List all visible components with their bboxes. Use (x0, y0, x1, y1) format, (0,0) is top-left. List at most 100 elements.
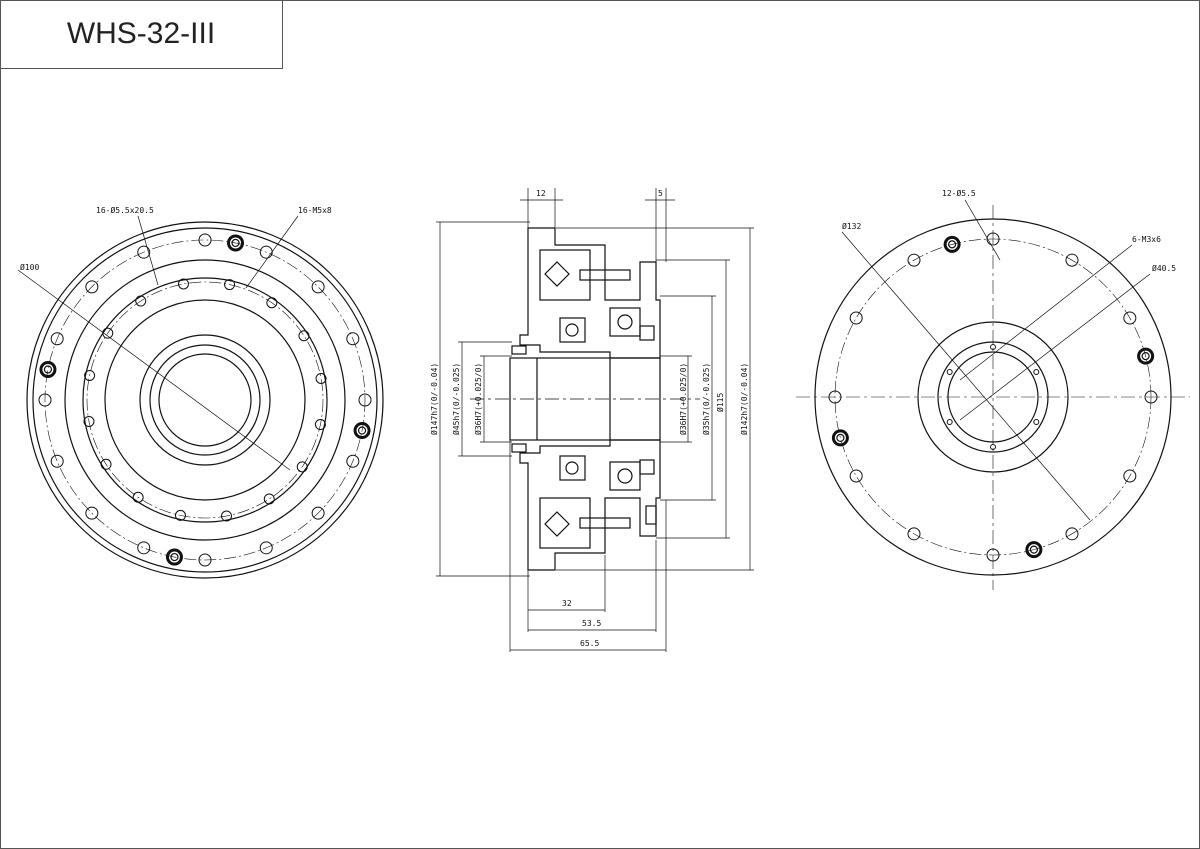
threaded-hole (224, 279, 236, 291)
through-hole (85, 280, 99, 294)
front-circle (82, 277, 328, 523)
through-hole (346, 332, 360, 346)
threaded-hole (315, 372, 327, 384)
front-circle (64, 259, 346, 541)
through-hole (311, 506, 325, 520)
dim-53-5: 53.5 (582, 619, 601, 628)
through-hole (38, 393, 52, 407)
model-title: WHS-32-III (66, 17, 216, 50)
through-hole (311, 280, 325, 294)
label-threads: 6-M3x6 (1132, 235, 1161, 244)
through-hole (137, 245, 151, 259)
screw-head (165, 548, 183, 566)
leader-line (137, 215, 159, 286)
title-block: WHS-32-III (0, 0, 283, 69)
screw-head (357, 426, 367, 435)
through-hole (137, 541, 151, 555)
screw-head (231, 238, 240, 248)
rear-view (796, 199, 1190, 590)
threaded-hole (84, 369, 96, 381)
threaded-hole (177, 278, 189, 290)
screw-head (43, 365, 53, 374)
through-hole (907, 253, 921, 267)
screw-head (943, 235, 961, 253)
front-circle (26, 221, 384, 579)
threaded-hole (266, 297, 278, 309)
dim-5: 5 (658, 189, 663, 198)
front-view-labels: 16-Ø5.5x20.5 16-M5x8 Ø100 (20, 205, 332, 272)
through-hole (198, 233, 212, 247)
bolt-circle (86, 281, 324, 519)
threaded-hole (946, 369, 953, 375)
dim-d35: Ø35h7(0/-0.025) (701, 363, 711, 435)
leader-line (964, 199, 1001, 261)
screw-head (1137, 347, 1155, 365)
rear-view-labels: 12-Ø5.5 6-M3x6 Ø132 Ø40.5 (842, 188, 1176, 273)
threaded-hole (135, 295, 147, 307)
threaded-hole (83, 416, 95, 428)
leader-line (245, 215, 299, 289)
label-diameter: Ø100 (20, 262, 39, 272)
threaded-hole (1033, 419, 1040, 425)
leader-line (959, 273, 1151, 421)
dim-65-5: 65.5 (580, 639, 599, 648)
through-hole (849, 311, 863, 325)
dim-12: 12 (536, 189, 546, 198)
through-hole (1065, 253, 1079, 267)
label-d40-5: Ø40.5 (1152, 263, 1176, 273)
dim-d45: Ø45h7(0/-0.025) (451, 363, 461, 435)
through-hole (1065, 527, 1079, 541)
bolt-circle (44, 239, 366, 561)
section-view (436, 188, 754, 652)
rear-circle (917, 321, 1069, 473)
through-hole (1123, 311, 1137, 325)
label-holes: 16-Ø5.5x20.5 (96, 205, 154, 215)
front-view (17, 215, 384, 579)
through-hole (346, 454, 360, 468)
rear-circle (814, 218, 1172, 576)
threaded-hole (221, 510, 233, 522)
threaded-hole (174, 509, 186, 521)
leader-line (17, 269, 291, 471)
label-d132: Ø132 (842, 221, 861, 231)
screw-head (1141, 352, 1150, 361)
threaded-hole (1033, 369, 1040, 375)
front-circle (158, 353, 252, 447)
through-hole (259, 541, 273, 555)
threaded-hole (314, 419, 326, 431)
screw-head (353, 422, 371, 440)
through-hole (358, 393, 372, 407)
threaded-hole (296, 461, 308, 473)
threaded-hole (263, 493, 275, 505)
threaded-hole (102, 327, 114, 339)
section-view-labels: 12 5 32 53.5 65.5 Ø147h7(0/-0.04) Ø45h7(… (429, 189, 749, 648)
label-threads: 16-M5x8 (298, 206, 332, 215)
screw-head (227, 234, 245, 252)
screw-head (170, 552, 179, 562)
front-circle (149, 344, 261, 456)
front-circle (32, 227, 378, 573)
screw-head (948, 240, 957, 249)
leader-line (959, 244, 1133, 381)
screw-head (1029, 545, 1038, 554)
through-hole (198, 553, 212, 567)
through-hole (50, 454, 64, 468)
dim-d115: Ø115 (715, 393, 725, 412)
front-circle (139, 334, 271, 466)
dim-d36-right: Ø36H7(+0.025/0) (678, 363, 688, 435)
threaded-hole (298, 330, 310, 342)
front-circle (104, 299, 306, 501)
screw-head (831, 429, 849, 447)
through-hole (85, 506, 99, 520)
threaded-hole (132, 491, 144, 503)
dim-d142: Ø142h7(0/-0.04) (739, 363, 749, 435)
label-holes: 12-Ø5.5 (942, 188, 976, 198)
through-hole (849, 469, 863, 483)
threaded-hole (100, 458, 112, 470)
screw-head (1025, 541, 1043, 559)
through-hole (50, 332, 64, 346)
dim-32: 32 (562, 599, 572, 608)
dim-d36-left: Ø36H7(+0.025/0) (473, 363, 483, 435)
through-hole (907, 527, 921, 541)
